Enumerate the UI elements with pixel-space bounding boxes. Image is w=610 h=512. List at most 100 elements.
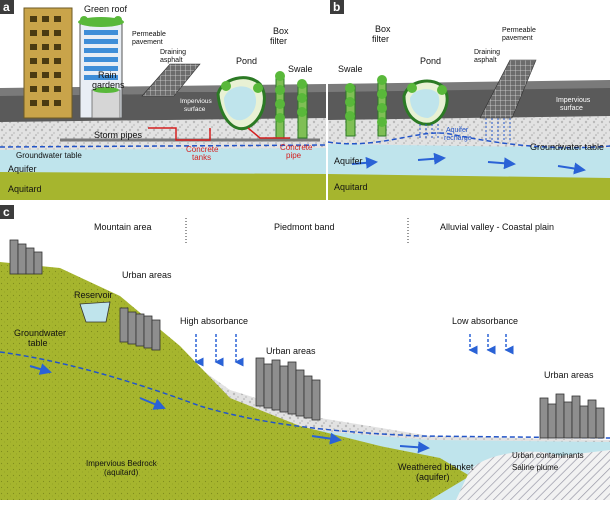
label-saline-plume: Saline plume [512, 463, 559, 472]
label-mountain-area: Mountain area [94, 222, 152, 232]
label-groundwater-b: Groundwater table [530, 142, 604, 152]
swale-a [297, 79, 308, 139]
flow-arrow-b-3 [487, 157, 516, 170]
panel-b-letter-bg [330, 0, 344, 14]
label-groundwater-c-2: table [28, 338, 48, 348]
panel-c-letter-bg [0, 205, 14, 219]
panel-b-aquitard [328, 172, 610, 200]
panel-a-letter: a [3, 0, 10, 14]
label-draining-a-2: asphalt [160, 57, 183, 64]
label-high-absorbance: High absorbance [180, 316, 248, 326]
permeable-pavement-b [479, 59, 537, 119]
panel-a-letter-bg [0, 0, 14, 14]
flow-arrow-b-2 [417, 152, 446, 165]
label-impervious-a-2: surface [184, 106, 206, 113]
box-filter-b [377, 75, 387, 137]
concrete-tanks-a [148, 127, 211, 141]
urban-buildings-slope [119, 307, 161, 351]
label-concrete-pipe-a-1: Concrete [280, 143, 313, 152]
label-storm-pipes-a: Storm pipes [94, 130, 143, 140]
urban-buildings-piedmont [255, 357, 321, 421]
flow-arrow-c-3 [311, 432, 342, 445]
label-aquifer-b: Aquifer [334, 156, 363, 166]
label-groundwater-a: Groundwater table [16, 151, 82, 160]
label-rain-a-1: Rain [98, 70, 117, 80]
label-draining-a-1: Draining [160, 49, 186, 56]
label-recharge-b-1: Aquifer [446, 127, 469, 134]
label-pond-b: Pond [420, 56, 441, 66]
label-permeable-b-2: pavement [502, 35, 533, 42]
label-impervious-bedrock-1: Impervious Bedrock [86, 459, 158, 468]
flow-arrow-b-4 [557, 162, 586, 175]
panel-c-groundwater-line [0, 351, 610, 439]
panel-b-letter: b [333, 0, 340, 14]
flow-arrow-b-1 [351, 156, 378, 169]
box-filter-a [275, 71, 285, 139]
label-permeable-a-2: pavement [132, 39, 163, 46]
label-aquifer-a: Aquifer [8, 164, 37, 174]
label-permeable-b-1: Permeable [502, 27, 536, 34]
label-aquitard-b: Aquitard [334, 182, 368, 192]
label-concrete-tanks-a-1: Concrete [186, 145, 219, 154]
tan-building [23, 7, 73, 119]
label-urban-areas-3: Urban areas [544, 370, 594, 380]
panel-c-letter: c [3, 205, 10, 219]
label-rain-a-2: gardens [92, 80, 125, 90]
panel-b-groundwater-line [327, 132, 610, 149]
green-roof-shape [78, 17, 124, 27]
label-swale-b: Swale [338, 64, 363, 74]
pond-b [402, 79, 449, 126]
panel-a-groundwater-line [0, 144, 327, 148]
label-alluvial-valley: Alluvial valley - Coastal plain [440, 222, 554, 232]
label-recharge-b-2: recharge [444, 135, 472, 142]
label-box-a-2: filter [270, 36, 287, 46]
panel-b-aquifer [328, 142, 610, 178]
label-swale-a: Swale [288, 64, 313, 74]
impervious-bedrock [0, 262, 470, 500]
panel-b-impervious-surface [328, 86, 610, 120]
label-green-roof-a: Green roof [84, 4, 128, 14]
label-aquitard-a: Aquitard [8, 184, 42, 194]
label-draining-b-2: asphalt [474, 57, 497, 64]
label-weathered-blanket-1: Weathered blanket [398, 462, 474, 472]
label-box-a-1: Box [273, 26, 289, 36]
panel-b-gravel-layer [328, 114, 610, 148]
label-draining-b-1: Draining [474, 49, 500, 56]
label-impervious-a-1: Impervious [180, 98, 213, 105]
concrete-pipe-a [247, 127, 290, 139]
label-permeable-a-1: Permeable [132, 31, 166, 38]
urban-buildings-coastal [539, 393, 605, 439]
flow-arrow-c-2 [139, 397, 166, 410]
label-impervious-b-1: Impervious [556, 97, 591, 104]
label-concrete-tanks-a-2: tanks [192, 153, 211, 162]
panel-b-road-top [328, 80, 610, 92]
panel-b: Swale Box filter Pond Permeable pavement… [327, 0, 610, 200]
permeable-pavement-a [141, 63, 201, 97]
reservoir-shape [79, 301, 111, 323]
rain-garden-box [91, 89, 121, 119]
swale-b [345, 83, 356, 137]
urban-buildings-mountain [9, 239, 43, 275]
label-weathered-blanket-2: (aquifer) [416, 472, 450, 482]
label-urban-areas-2: Urban areas [266, 346, 316, 356]
high-absorbance-arrows [194, 334, 244, 367]
label-impervious-b-2: surface [560, 105, 583, 112]
label-impervious-bedrock-2: (aquitard) [104, 468, 139, 477]
label-concrete-pipe-a-2: pipe [286, 151, 302, 160]
panel-a-aquitard [0, 170, 326, 200]
label-low-absorbance: Low absorbance [452, 316, 518, 326]
label-box-b-2: filter [372, 34, 389, 44]
saline-plume [456, 450, 610, 500]
panel-c: Mountain area Piedmont band Alluvial val… [0, 205, 610, 500]
label-urban-contaminants: Urban contaminants [512, 451, 584, 460]
flow-arrow-c-1 [29, 363, 52, 375]
label-urban-areas-1: Urban areas [122, 270, 172, 280]
aquifer-recharge-dashes [419, 118, 511, 140]
impervious-box-a [176, 92, 218, 114]
label-box-b-1: Box [375, 24, 391, 34]
label-groundwater-c-1: Groundwater [14, 328, 66, 338]
label-pond-a: Pond [236, 56, 257, 66]
label-piedmont-band: Piedmont band [274, 222, 335, 232]
pond-a [216, 76, 266, 131]
flow-arrow-c-4 [399, 441, 430, 454]
